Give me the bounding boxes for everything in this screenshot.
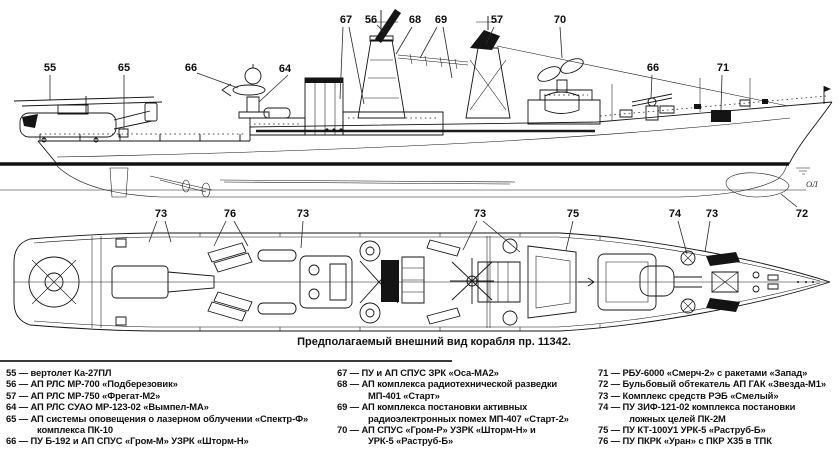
callout-label-69: 69 (435, 14, 447, 26)
callout-leader-line (377, 25, 384, 32)
legend-item: 65 — АП системы оповещения о лазерном об… (6, 412, 309, 436)
callout-label-73: 73 (155, 208, 167, 220)
callout-leader-line (560, 27, 562, 58)
callout-leader-line (340, 27, 343, 99)
callout-leader-line (349, 27, 364, 104)
callout-leader-line (566, 221, 573, 250)
callout-label-70: 70 (554, 14, 566, 26)
shtorm-director-group (536, 56, 586, 114)
legend-item: 64 — АП РЛС СУАО МР-123-02 «Вымпел-МА» (6, 401, 209, 413)
legend-separator (0, 360, 452, 362)
callout-leader-line (197, 73, 238, 88)
legend-item: 72 — Бульбовый обтекатель АП ГАК «Звезда… (598, 378, 826, 390)
callout-label-75: 75 (567, 208, 579, 220)
callout-label-73: 73 (474, 208, 486, 220)
ship-drawing: ОЛ 55 65 66 64 67 56 68 69 57 70 66 71 73 76 73 73 75 74 7… (0, 9, 840, 334)
callout-leader-line (721, 75, 722, 110)
figure-caption: Предполагаемый внешний вид корабля пр. 1… (297, 336, 571, 348)
callout-leader-line (705, 221, 710, 252)
callout-label-76: 76 (224, 208, 236, 220)
callout-leader-line (486, 27, 494, 44)
callout-label-64: 64 (279, 63, 292, 75)
forward-shtorm-launcher (632, 94, 672, 120)
legend-column: 67 — ПУ и АП СПУС ЗРК «Оса-МА2»68 — АП к… (337, 367, 598, 447)
callout-leader-line (234, 221, 248, 246)
helicopter-ka27 (14, 96, 162, 142)
plan-view (14, 233, 830, 331)
callout-label-68: 68 (409, 14, 421, 26)
decoy-launchers (681, 251, 695, 313)
legend-column: 71 — РБУ-6000 «Смерч-2» с ракетами «Запа… (598, 367, 836, 447)
callout-leader-line (149, 221, 157, 242)
legend-item: 75 — ПУ КТ-100У1 УРК-5 «Раструб-Б» (598, 424, 766, 436)
callout-label-71: 71 (717, 62, 729, 74)
callout-leader-line (259, 75, 288, 102)
legend-item: 66 — ПУ Б-192 и АП СПУС «Гром-М» УЗРК «Ш… (6, 435, 249, 447)
callout-label-65: 65 (118, 62, 130, 74)
legend-item: 76 — ПУ ПКРК «Уран» с ПКР Х35 в ТПК (598, 435, 772, 447)
legend-item: 55 — вертолет Ка-27ПЛ (6, 367, 112, 378)
legend-item: 71 — РБУ-6000 «Смерч-2» с ракетами «Запа… (598, 367, 808, 378)
callout-leader-line (214, 221, 226, 246)
callout-label-56: 56 (365, 14, 377, 26)
callout-label-73: 73 (706, 208, 718, 220)
legend-item: 67 — ПУ и АП СПУС ЗРК «Оса-МА2» (337, 367, 499, 378)
legend-item: 73 — Комплекс средств РЭБ «Смелый» (598, 389, 779, 401)
legend-item: 57 — АП РЛС МР-750 «Фрегат-М2» (6, 389, 161, 401)
legend-item: 56 — АП РЛС МР-700 «Подберезовик» (6, 378, 178, 390)
waterline-label: ОЛ (806, 179, 819, 189)
legend-item: 68 — АП комплекса радиотехнической разве… (337, 378, 558, 401)
side-view (0, 9, 832, 197)
callout-leader-line (781, 194, 797, 207)
callout-label-72: 72 (796, 208, 808, 220)
callout-label-66: 66 (647, 62, 659, 74)
callout-leader-line (301, 221, 303, 248)
callout-leader-line (420, 27, 437, 58)
callout-leader-line (651, 75, 652, 98)
uran-launch-racks (208, 243, 252, 321)
callout-label-74: 74 (669, 208, 682, 220)
callout-leader-line (443, 27, 452, 78)
main-tower-mast (358, 9, 405, 118)
callout-label-73: 73 (297, 208, 309, 220)
rbu-6000 (711, 110, 731, 122)
foremast (466, 16, 788, 118)
aft-launcher-and-vympel (222, 64, 269, 118)
flight-deck (29, 257, 79, 307)
callout-label-55: 55 (44, 62, 56, 74)
callout-leader-line (678, 221, 687, 254)
callout-label-66: 66 (185, 62, 197, 74)
callout-label-67: 67 (340, 14, 352, 26)
callout-leader-line (463, 221, 477, 250)
callout-leader-line (165, 221, 171, 242)
callout-layer: 55 65 66 64 67 56 68 69 57 70 66 71 73 76 73 73 75 74 73 72 (44, 14, 808, 254)
callout-leader-line (483, 221, 520, 252)
callout-leader-line (396, 27, 412, 54)
callout-label-57: 57 (491, 14, 503, 26)
